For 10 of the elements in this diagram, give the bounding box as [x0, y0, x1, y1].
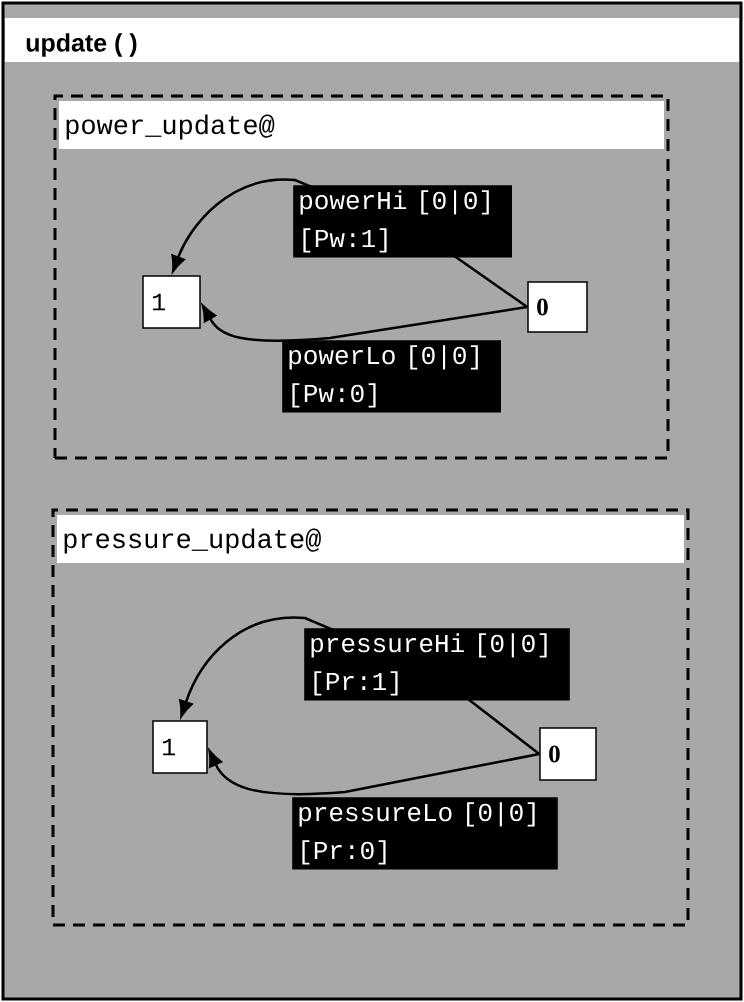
edge-label: pressureHi [0|0] [Pr:1]	[304, 628, 570, 701]
state-box: 0	[527, 281, 588, 333]
edge-label: powerLo [0|0] [Pw:0]	[282, 340, 501, 413]
edge-label: pressureLo [0|0] [Pr:0]	[292, 797, 558, 870]
state-box: 1	[142, 275, 201, 329]
state-box: 1	[152, 720, 208, 774]
edge-label: powerHi [0|0] [Pw:1]	[293, 185, 512, 258]
arrow	[201, 304, 528, 343]
arrow	[208, 750, 540, 796]
state-box: 0	[539, 727, 597, 781]
